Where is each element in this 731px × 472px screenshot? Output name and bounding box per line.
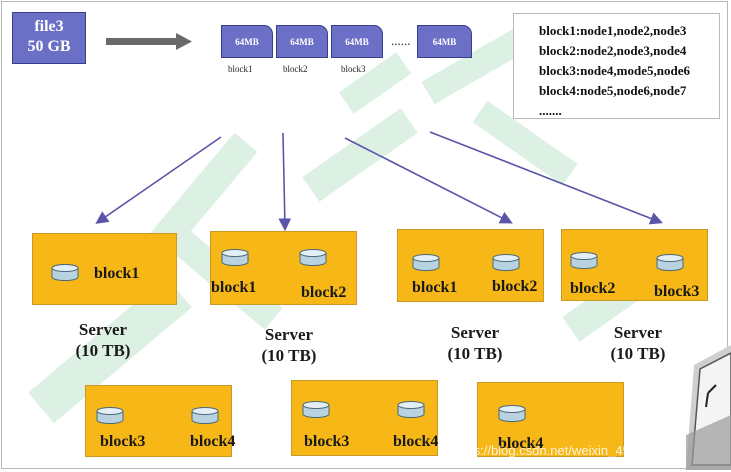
split-arrow: [106, 33, 192, 50]
server-node: block3 block4: [85, 385, 236, 457]
server-node: block3 block4: [291, 380, 438, 456]
disk-icon: [656, 254, 684, 271]
file-name: file3: [34, 18, 64, 35]
server-caption-title: Server: [264, 325, 314, 344]
server-block-label: block4: [498, 435, 544, 452]
server-caption-capacity: (10 TB): [75, 341, 131, 360]
server-caption-title: Server: [78, 320, 128, 339]
server-caption-title: Server: [450, 323, 500, 342]
server-block-label: block4: [190, 433, 236, 450]
chips-ellipsis: ......: [391, 33, 411, 48]
block-chip: 64MB: [331, 25, 383, 58]
server-block-label: block1: [211, 279, 257, 296]
mapping-row: block3:node4,mode5,node6: [539, 63, 690, 78]
disk-icon: [570, 252, 598, 269]
disk-icon: [412, 254, 440, 271]
source-file-box: file3 50 GB: [12, 12, 86, 64]
block-chip-size: 64MB: [432, 36, 457, 47]
disk-icon: [397, 401, 425, 418]
server-caption: Server (10 TB): [420, 322, 530, 364]
file-size: 50 GB: [27, 38, 71, 55]
disk-icon: [51, 264, 79, 281]
server-caption-capacity: (10 TB): [447, 344, 503, 363]
server-caption: Server (10 TB): [583, 322, 693, 364]
server-block-label: block2: [301, 284, 347, 301]
disk-icon: [498, 405, 526, 422]
source-credit: https://blog.csdn.net/weixin_45354496: [452, 443, 674, 458]
server-block-label: block2: [492, 278, 538, 295]
disk-icon: [191, 407, 219, 424]
server-block-label: block3: [304, 433, 350, 450]
server-caption: Server (10 TB): [48, 319, 158, 361]
block-mapping-table: block1:node1,node2,node3 block2:node2,no…: [513, 13, 720, 119]
server-caption-capacity: (10 TB): [610, 344, 666, 363]
server-block-label: block3: [654, 283, 700, 300]
block-chip: 64MB: [221, 25, 273, 58]
block-chip: 64MB: [417, 25, 472, 58]
disk-icon: [302, 401, 330, 418]
server-node: block1 block2: [397, 229, 544, 302]
block-chip-size: 64MB: [235, 36, 259, 47]
block-chip-label: block2: [283, 64, 308, 74]
server-node: block4: [477, 382, 624, 457]
mapping-row: block1:node1,node2,node3: [539, 23, 687, 38]
mapping-row: .......: [539, 103, 562, 118]
server-node: block1 block2: [210, 231, 357, 305]
server-node: block1: [32, 233, 177, 305]
mapping-row: block2:node2,node3,node4: [539, 43, 687, 58]
block-chip-label: block1: [228, 64, 253, 74]
block-chip-size: 64MB: [345, 36, 369, 47]
server-caption-capacity: (10 TB): [261, 346, 317, 365]
block-chip-size: 64MB: [290, 36, 314, 47]
server-caption: Server (10 TB): [234, 324, 344, 366]
server-block-label: block3: [100, 433, 146, 450]
disk-icon: [299, 249, 327, 266]
server-block-label: block4: [393, 433, 439, 450]
server-caption-title: Server: [613, 323, 663, 342]
server-node: block2 block3: [561, 229, 708, 301]
replication-arrow: [429, 131, 663, 225]
block-chip-label: block3: [341, 64, 366, 74]
disk-icon: [492, 254, 520, 271]
clock-icon: [686, 345, 731, 470]
mapping-row: block4:node5,node6,node7: [539, 83, 687, 98]
replication-arrow: [344, 137, 513, 224]
disk-icon: [221, 249, 249, 266]
server-block-label: block1: [94, 265, 140, 282]
server-block-label: block2: [570, 280, 616, 297]
replication-arrow: [95, 136, 222, 224]
disk-icon: [96, 407, 124, 424]
block-chip: 64MB: [276, 25, 328, 58]
replication-arrow: [278, 132, 292, 232]
server-block-label: block1: [412, 279, 458, 296]
